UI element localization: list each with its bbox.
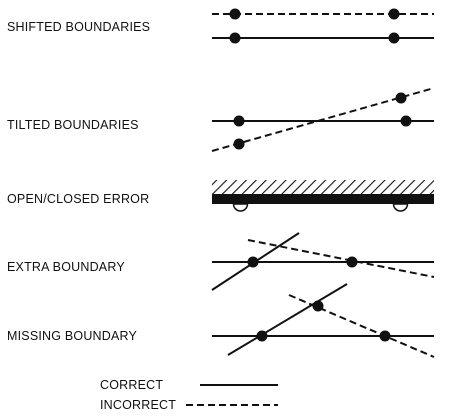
- correct-point: [388, 32, 400, 44]
- missing-boundary-figure: [212, 283, 435, 358]
- boundary-bar: [212, 194, 434, 204]
- label-extra-boundary: EXTRA BOUNDARY: [7, 260, 125, 274]
- correct-point: [312, 300, 324, 312]
- correct-point: [229, 32, 241, 44]
- incorrect-point: [229, 8, 241, 20]
- tilted-boundaries-figure: [211, 87, 435, 152]
- open-point-bottom: [392, 203, 409, 212]
- correct-point: [233, 115, 245, 127]
- legend: CORRECT INCORRECT: [100, 378, 278, 412]
- legend-incorrect-label: INCORRECT: [100, 398, 176, 412]
- correct-point: [256, 330, 268, 342]
- closed-point-top: [233, 197, 248, 204]
- extra-boundary-figure: [211, 232, 435, 291]
- correct-boundary-line: [227, 283, 348, 356]
- correct-point: [346, 256, 358, 268]
- closed-point-top: [393, 197, 408, 204]
- hatched-region: [212, 180, 434, 194]
- correct-point: [247, 256, 259, 268]
- label-missing-boundary: MISSING BOUNDARY: [7, 329, 138, 343]
- open-point-bottom: [232, 203, 249, 212]
- incorrect-boundary-line: [247, 239, 435, 278]
- incorrect-boundary-line: [288, 294, 435, 358]
- incorrect-point: [395, 92, 407, 104]
- label-shifted-boundaries: SHIFTED BOUNDARIES: [7, 20, 150, 34]
- incorrect-point: [233, 138, 245, 150]
- incorrect-point: [388, 8, 400, 20]
- shifted-boundaries-figure: [212, 8, 434, 44]
- label-open-closed-error: OPEN/CLOSED ERROR: [7, 192, 149, 206]
- correct-point: [379, 330, 391, 342]
- legend-correct-label: CORRECT: [100, 378, 163, 392]
- open-closed-error-figure: [212, 180, 434, 212]
- label-tilted-boundaries: TILTED BOUNDARIES: [7, 118, 139, 132]
- correct-point: [400, 115, 412, 127]
